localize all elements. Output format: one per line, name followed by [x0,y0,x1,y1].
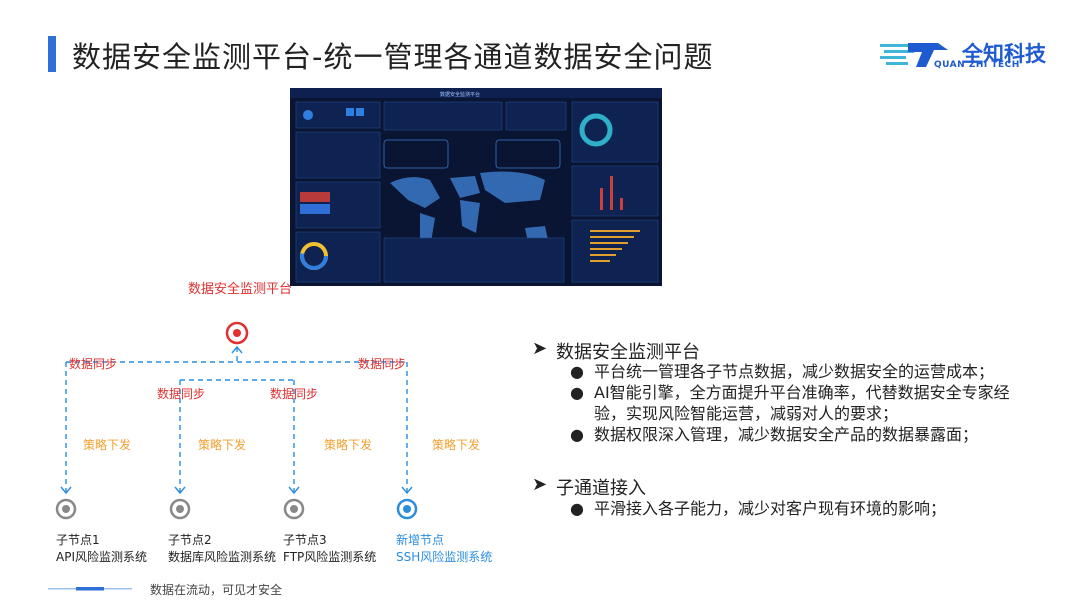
policy-label-4: 策略下发 [432,438,481,452]
sync-label-right: 数据同步 [358,357,407,371]
bird-logo-icon [880,43,948,67]
node-1-name: 子节点1 [56,533,100,547]
node-1-label: 子节点1 API风险监测系统 [56,532,147,566]
point-item-1-1: 平台统一管理各子节点数据，减少数据安全的运营成本； [594,362,995,381]
node-2-name: 子节点2 [168,533,212,547]
node-3-name: 子节点3 [283,533,327,547]
sync-label-node3: 数据同步 [270,387,319,401]
logo-name: 全知科技 [962,42,1046,66]
arrow-bullet-icon: ➤ [532,474,548,495]
footer-progress-line [48,587,132,591]
node-new-label: 新增节点 SSH风险监测系统 [396,532,492,566]
sync-diagram [55,321,418,520]
point-heading-1: 数据安全监测平台 [556,342,700,363]
arrow-bullet-icon: ➤ [532,338,548,359]
point-item-1-2: AI智能引擎，全方面提升平台准确率，代替数据安全专家经验，实现风险智能运营，减弱… [594,383,1010,423]
node-new-name: 新增节点 [396,533,445,547]
dashboard-title: 数据安全监测平台 [440,91,480,98]
policy-label-3: 策略下发 [324,438,373,452]
points-section-1: ➤ 数据安全监测平台 [532,338,1052,364]
point-items-1: ● 平台统一管理各子节点数据，减少数据安全的运营成本； ● AI智能引擎，全方面… [570,361,1040,445]
dot-bullet-icon: ● [570,499,584,518]
policy-label-2: 策略下发 [198,438,247,452]
node-new-system: SSH风险监测系统 [396,550,493,564]
node-icon-2 [169,498,191,520]
platform-target-icon [225,321,249,345]
node-3-label: 子节点3 FTP风险监测系统 [283,532,376,566]
node-3-system: FTP风险监测系统 [283,550,377,564]
footer-slogan: 数据在流动，可见才安全 [150,583,283,597]
sync-label-left: 数据同步 [69,357,118,371]
point-items-2: ● 平滑接入各子能力，减少对客户现有环境的影响； [570,498,1040,519]
point-item-1-3: 数据权限深入管理，减少数据安全产品的数据暴露面； [594,425,979,444]
dot-bullet-icon: ● [570,425,584,444]
node-icon-new [396,498,418,520]
node-1-system: API风险监测系统 [56,550,147,564]
page-title: 数据安全监测平台-统一管理各通道数据安全问题 [72,40,714,74]
node-2-label: 子节点2 数据库风险监测系统 [168,532,276,566]
node-icon-1 [55,498,77,520]
dot-bullet-icon: ● [570,362,584,381]
node-2-system: 数据库风险监测系统 [168,550,277,564]
node-icon-3 [283,498,305,520]
points-section-2: ➤ 子通道接入 [532,474,1052,500]
policy-label-1: 策略下发 [83,438,132,452]
dot-bullet-icon: ● [570,383,584,402]
point-heading-2: 子通道接入 [556,478,646,499]
point-item-2-1: 平滑接入各子能力，减少对客户现有环境的影响； [594,499,947,518]
title-accent-bar [48,36,56,72]
logo-subtitle: QUAN ZHI TECH [934,60,1020,70]
platform-label: 数据安全监测平台 [188,282,293,297]
dashboard-screenshot: 数据安全监测平台 [290,88,662,286]
sync-label-node2: 数据同步 [157,387,206,401]
